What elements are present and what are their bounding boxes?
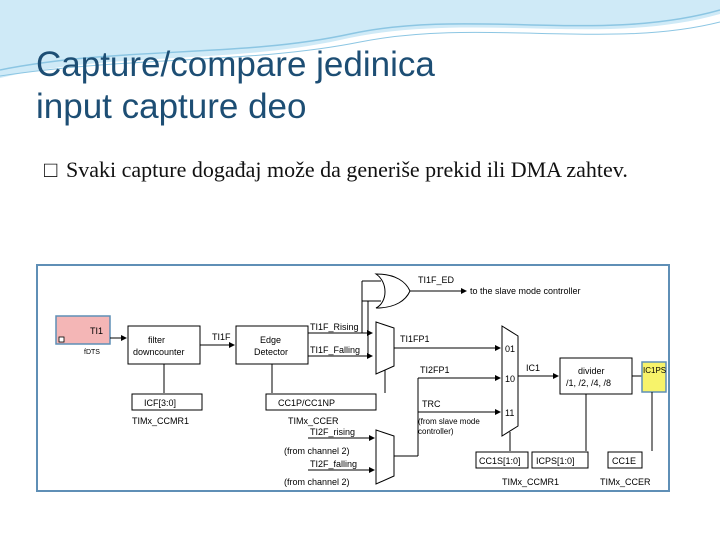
ti1fp1-label: TI1FP1	[400, 334, 430, 344]
slide-title: Capture/compare jedinica input capture d…	[36, 44, 435, 128]
ti1-label: TI1	[90, 326, 103, 336]
wave-line-1	[0, 9, 720, 71]
edge-label-1: Edge	[260, 335, 281, 345]
mux-label-01: 01	[505, 344, 515, 354]
divider-label: divider	[578, 366, 605, 376]
input-capture-diagram: TI1 fDTS filter downcounter TI1F Edge De…	[36, 264, 670, 492]
bullet-icon: □	[44, 157, 58, 182]
ti1f-rising-label: TI1F_Rising	[310, 322, 359, 332]
bullet-text: Svaki capture događaj može da generiše p…	[66, 157, 628, 182]
or-gate-icon	[374, 273, 411, 309]
cc1s-register-box	[475, 451, 529, 469]
edge-label-2: Detector	[254, 347, 288, 357]
edge-select-mux-2	[375, 429, 395, 485]
ccer-label-a: TIMx_CCER	[288, 416, 339, 426]
from-slave-label-2: controller)	[418, 427, 454, 436]
icps-label: ICPS[1:0]	[536, 456, 575, 466]
ti1f-ed-label: TI1F_ED	[418, 275, 455, 285]
cc1s-label: CC1S[1:0]	[479, 456, 521, 466]
icf-label: ICF[3:0]	[144, 398, 176, 408]
from-slave-label-1: (from slave mode	[418, 417, 480, 426]
ic1-label: IC1	[526, 363, 540, 373]
trc-label: TRC	[422, 399, 441, 409]
title-line-2: input capture deo	[36, 87, 307, 126]
ti2f-rising-label: TI2F_rising	[310, 427, 355, 437]
wave-fill	[0, 0, 720, 78]
ccer-label-b: TIMx_CCER	[600, 477, 651, 487]
ti1f-falling-label: TI1F_Falling	[310, 345, 360, 355]
ti2f-falling-label: TI2F_falling	[310, 459, 357, 469]
bullet-item: □ Svaki capture događaj može da generiše…	[44, 156, 684, 184]
ic1ps-label: IC1PS	[643, 366, 666, 375]
ccmr1-label-b: TIMx_CCMR1	[502, 477, 559, 487]
wave-line-2	[0, 21, 720, 77]
icps-register-box	[531, 451, 589, 469]
ti1-pin-icon	[58, 336, 65, 343]
cc1e-label: CC1E	[612, 456, 636, 466]
header-wave-decoration	[0, 0, 720, 78]
cc1p-register-box	[265, 393, 377, 411]
edge-detector-box	[235, 325, 309, 365]
fdts-label: fDTS	[84, 349, 100, 356]
icf-register-box	[131, 393, 203, 411]
divider-values: /1, /2, /4, /8	[566, 378, 611, 388]
diagram-canvas: TI1 fDTS filter downcounter TI1F Edge De…	[55, 273, 667, 487]
ti1f-label: TI1F	[212, 332, 231, 342]
from-ch2-label-a: (from channel 2)	[284, 446, 350, 456]
mux-label-10: 10	[505, 374, 515, 384]
cc1e-register-box	[607, 451, 643, 469]
ic1ps-output-box	[641, 361, 667, 393]
filter-box	[127, 325, 201, 365]
input-select-mux	[501, 325, 519, 437]
filter-label-1: filter	[148, 335, 165, 345]
cc1p-label: CC1P/CC1NP	[278, 398, 335, 408]
title-line-1: Capture/compare jedinica	[36, 45, 435, 84]
slave-controller-label: to the slave mode controller	[470, 286, 581, 296]
ccmr1-label-a: TIMx_CCMR1	[132, 416, 189, 426]
filter-label-2: downcounter	[133, 347, 185, 357]
divider-box	[559, 357, 633, 395]
from-ch2-label-b: (from channel 2)	[284, 477, 350, 487]
mux-label-11: 11	[505, 408, 514, 418]
edge-select-mux-1	[375, 321, 395, 375]
ti2fp1-label: TI2FP1	[420, 365, 450, 375]
ti1-input-box	[55, 315, 111, 345]
